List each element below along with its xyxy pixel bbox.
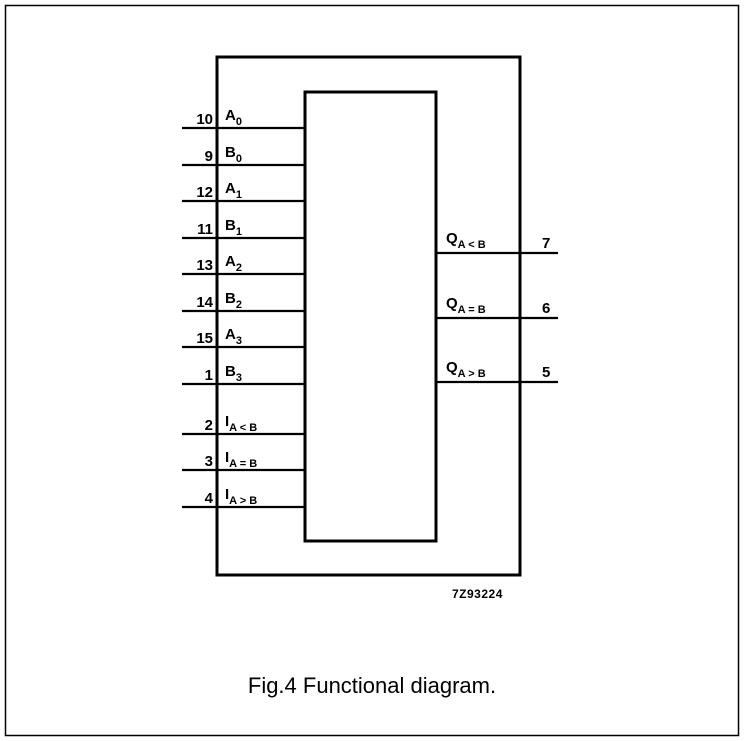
input-pin: 1 B3 <box>182 363 305 386</box>
package-outline <box>215 55 522 577</box>
input-pin-number: 9 <box>205 148 213 165</box>
input-pin: 2 IA < B <box>182 413 305 436</box>
input-pin: 3 IA = B <box>182 449 305 472</box>
input-signal-label: B1 <box>225 217 242 238</box>
input-pin: 9 B0 <box>182 144 305 167</box>
input-pin-number: 14 <box>196 294 213 311</box>
input-pin: 15 A3 <box>182 326 305 349</box>
figure-border <box>4 4 740 737</box>
input-pin: 10 A0 <box>182 107 305 130</box>
figure-caption: Fig.4 Functional diagram. <box>248 673 496 698</box>
input-pin: 4 IA > B <box>182 486 305 509</box>
input-signal-label: B2 <box>225 290 242 311</box>
input-pin-number: 1 <box>205 367 213 384</box>
input-pin: 14 B2 <box>182 290 305 313</box>
output-pin: QA > B 5 <box>436 359 558 384</box>
input-pin-number: 2 <box>205 417 213 434</box>
output-signal-label: QA > B <box>446 359 486 380</box>
input-pin: 13 A2 <box>182 253 305 276</box>
input-pin-number: 10 <box>196 111 213 128</box>
output-signal-label: QA = B <box>446 295 486 316</box>
output-pin-number: 7 <box>542 235 550 252</box>
input-signal-label: A0 <box>225 107 242 128</box>
output-pin: QA < B 7 <box>436 230 558 255</box>
output-pins: QA < B 7 QA = B 6 QA > B 5 <box>436 230 558 384</box>
input-pin-number: 12 <box>196 184 213 201</box>
output-pin-number: 5 <box>542 364 550 381</box>
output-signal-label: QA < B <box>446 230 486 251</box>
input-pin: 11 B1 <box>182 217 305 240</box>
output-pin-number: 6 <box>542 300 550 317</box>
input-signal-label: B0 <box>225 144 242 165</box>
input-pin-number: 3 <box>205 453 213 470</box>
input-pin: 12 A1 <box>182 180 305 203</box>
input-pin-number: 4 <box>205 490 214 507</box>
input-signal-label: IA < B <box>225 413 257 434</box>
input-signal-label: A3 <box>225 326 242 347</box>
input-signal-label: A1 <box>225 180 242 201</box>
input-pin-number: 11 <box>197 221 213 238</box>
input-signal-label: IA = B <box>225 449 257 470</box>
diagram-code: 7Z93224 <box>452 587 503 601</box>
input-signal-label: A2 <box>225 253 242 274</box>
input-signal-label: B3 <box>225 363 242 384</box>
input-signal-label: IA > B <box>225 486 257 507</box>
input-pin-number: 13 <box>196 257 213 274</box>
output-pin: QA = B 6 <box>436 295 558 320</box>
comparator-block <box>303 90 438 543</box>
input-pin-number: 15 <box>196 330 213 347</box>
